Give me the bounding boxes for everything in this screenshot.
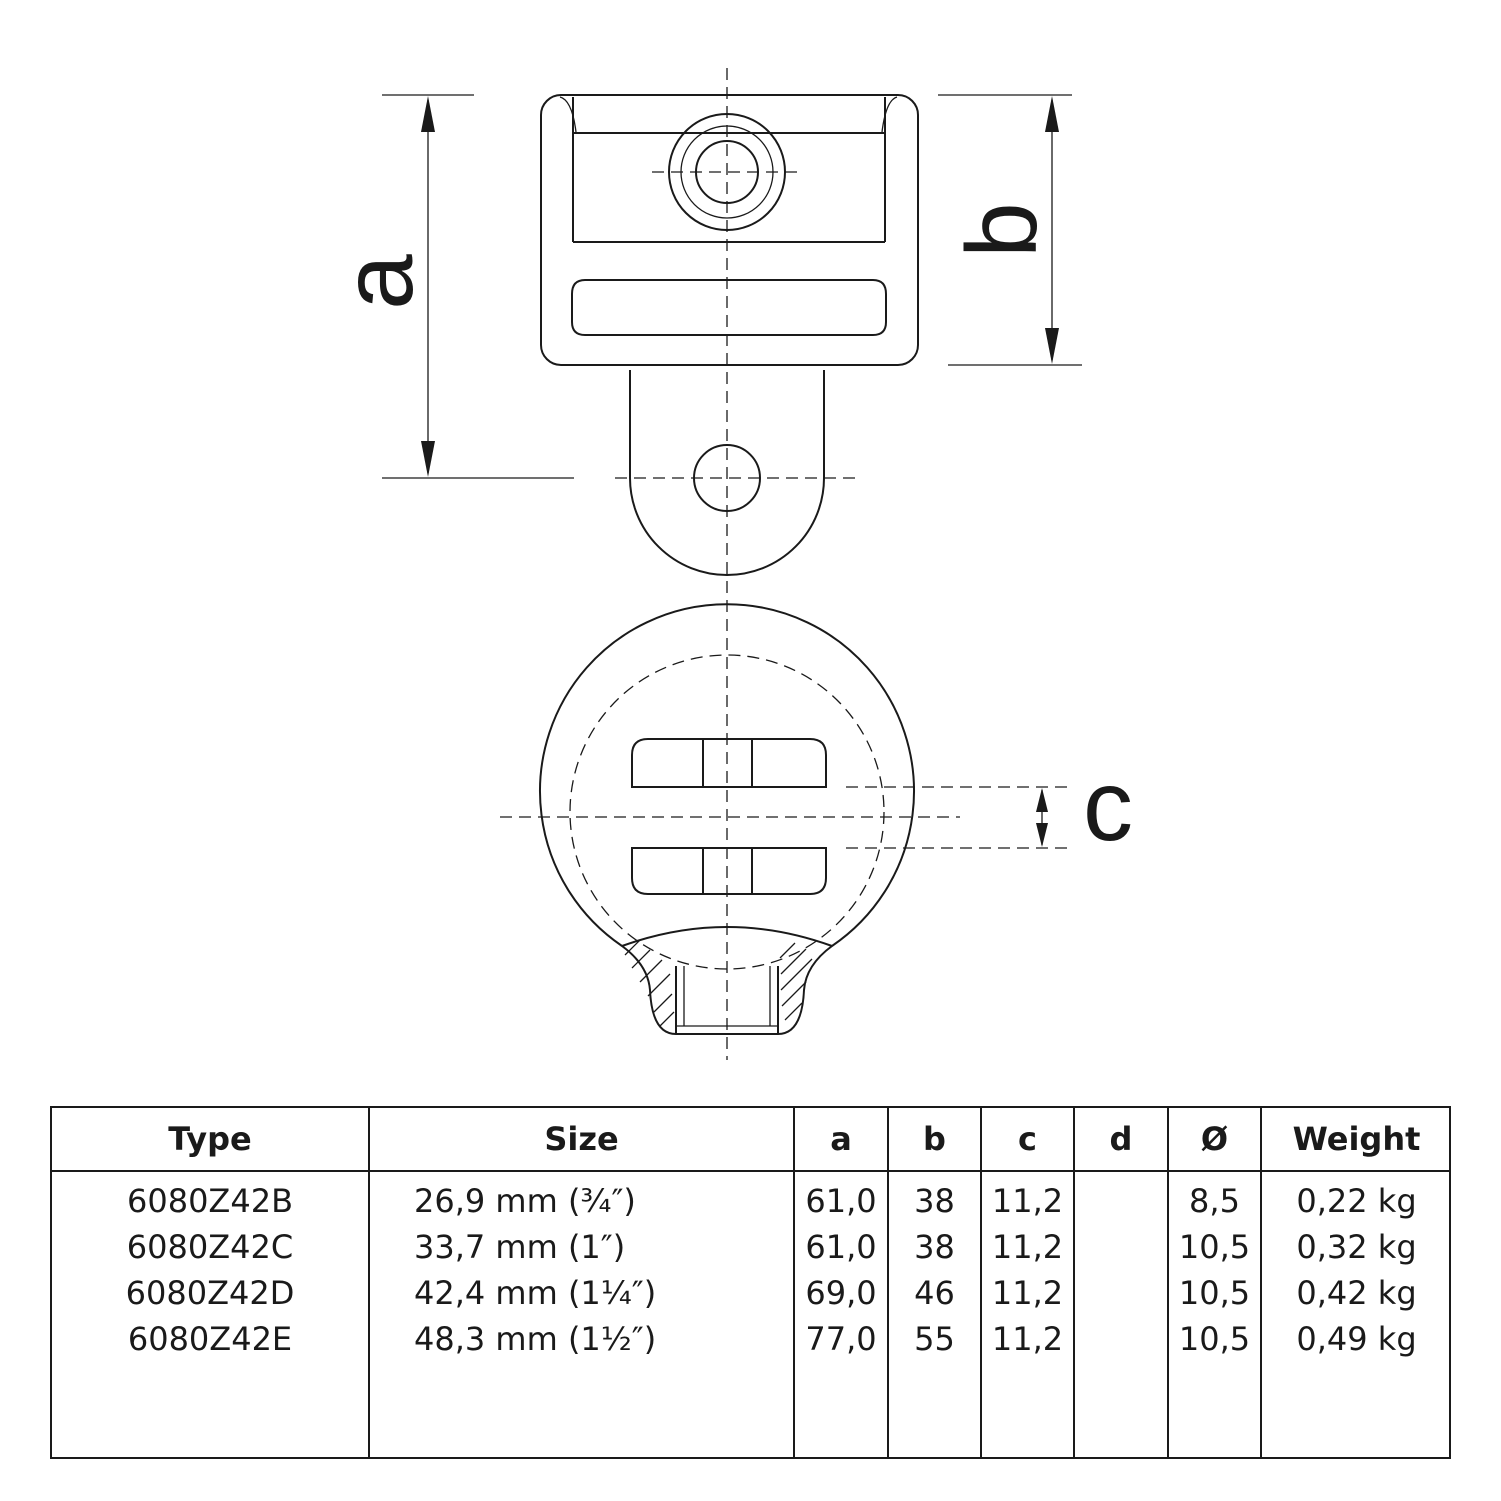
specification-table: Type Size a b c d Ø Weight 6080Z42B 26,9… (50, 1106, 1451, 1459)
header-a: a (830, 1120, 852, 1158)
cell-b: 38 (914, 1182, 955, 1220)
cell-b: 55 (914, 1320, 955, 1358)
table-row: 6080Z42D 42,4 mm (1¼″) 69,0 46 11,2 10,5… (52, 1270, 1449, 1316)
header-type: Type (168, 1120, 252, 1158)
cell-diameter: 10,5 (1178, 1320, 1251, 1358)
cell-d (1075, 1316, 1167, 1362)
cell-diameter: 10,5 (1178, 1228, 1251, 1266)
cell-b: 38 (914, 1228, 955, 1266)
cell-size: 26,9 mm (¾″) (414, 1182, 636, 1220)
header-weight: Weight (1292, 1120, 1421, 1158)
cell-type: 6080Z42C (126, 1228, 294, 1266)
header-c: c (1018, 1120, 1037, 1158)
cell-a: 61,0 (805, 1182, 877, 1220)
cell-weight: 0,22 kg (1296, 1182, 1417, 1220)
cell-size: 33,7 mm (1″) (414, 1228, 626, 1266)
cell-a: 77,0 (805, 1320, 877, 1358)
cell-d (1075, 1224, 1167, 1270)
cell-diameter: 10,5 (1178, 1274, 1251, 1312)
table-row: 6080Z42E 48,3 mm (1½″) 77,0 55 11,2 10,5… (52, 1316, 1449, 1362)
column-divider (1073, 1108, 1075, 1457)
table-row: 6080Z42B 26,9 mm (¾″) 61,0 38 11,2 8,5 0… (52, 1178, 1449, 1224)
cell-diameter: 8,5 (1189, 1182, 1240, 1220)
header-size: Size (544, 1120, 619, 1158)
cell-c: 11,2 (991, 1274, 1064, 1312)
header-diameter: Ø (1200, 1120, 1229, 1158)
cell-d (1075, 1178, 1167, 1224)
column-divider (368, 1108, 370, 1457)
column-divider (980, 1108, 982, 1457)
dimension-a: a (322, 94, 574, 479)
column-divider (887, 1108, 889, 1457)
dimension-label-b: b (946, 202, 1058, 258)
cell-a: 61,0 (805, 1228, 877, 1266)
front-view (540, 68, 919, 1060)
dimension-c: c (846, 750, 1133, 862)
cell-size: 42,4 mm (1¼″) (414, 1274, 657, 1312)
header-divider (52, 1170, 1449, 1172)
cell-b: 46 (914, 1274, 955, 1312)
cell-d (1075, 1270, 1167, 1316)
cell-type: 6080Z42D (125, 1274, 295, 1312)
dimension-label-a: a (322, 254, 434, 310)
top-view (500, 603, 960, 1035)
cell-weight: 0,32 kg (1296, 1228, 1417, 1266)
cell-weight: 0,42 kg (1296, 1274, 1417, 1312)
cell-a: 69,0 (805, 1274, 877, 1312)
column-divider (793, 1108, 795, 1457)
header-d: d (1109, 1120, 1133, 1158)
technical-drawing: a b (322, 68, 1133, 1060)
dimension-b: b (938, 94, 1082, 366)
cell-type: 6080Z42B (126, 1182, 294, 1220)
cell-c: 11,2 (991, 1228, 1064, 1266)
cell-type: 6080Z42E (127, 1320, 293, 1358)
table-body: 6080Z42B 26,9 mm (¾″) 61,0 38 11,2 8,5 0… (52, 1178, 1449, 1362)
column-divider (1167, 1108, 1169, 1457)
header-b: b (923, 1120, 946, 1158)
column-divider (1260, 1108, 1262, 1457)
cell-c: 11,2 (991, 1182, 1064, 1220)
cell-c: 11,2 (991, 1320, 1064, 1358)
cell-size: 48,3 mm (1½″) (414, 1320, 657, 1358)
cell-weight: 0,49 kg (1296, 1320, 1417, 1358)
table-row: 6080Z42C 33,7 mm (1″) 61,0 38 11,2 10,5 … (52, 1224, 1449, 1270)
dimension-label-c: c (1083, 750, 1133, 862)
